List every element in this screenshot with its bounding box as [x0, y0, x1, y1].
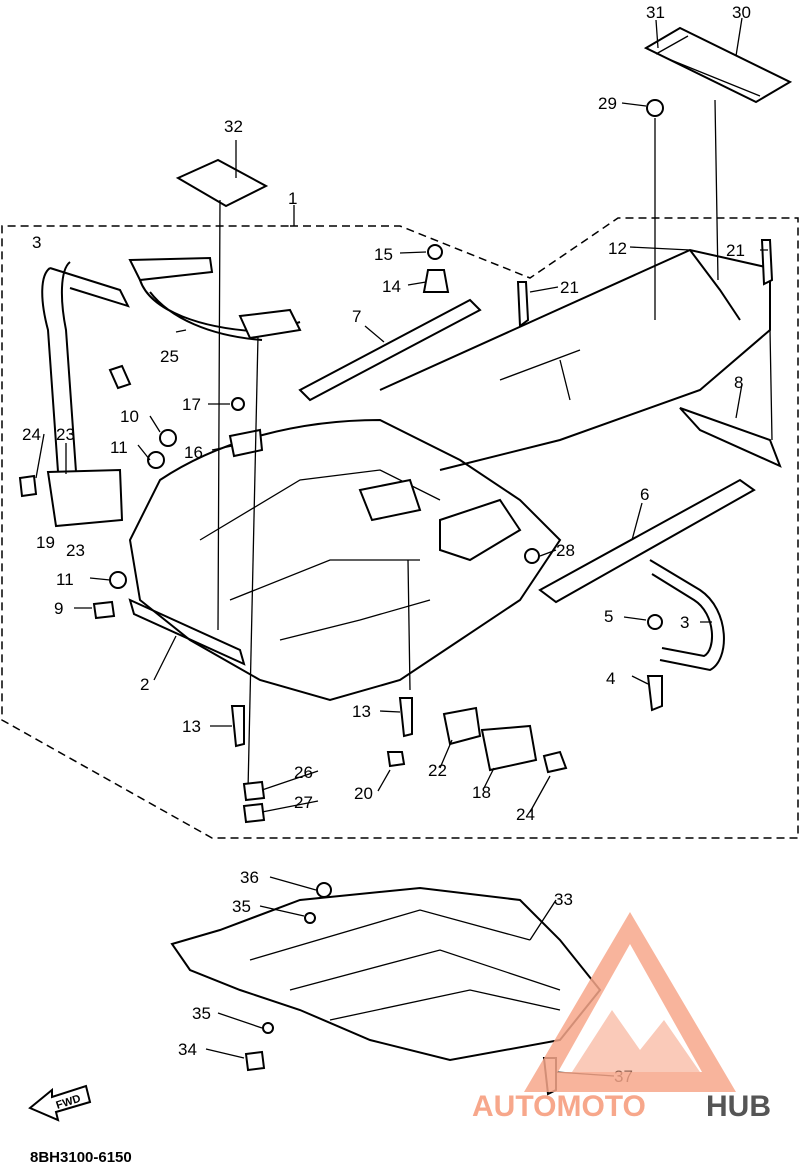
callout-12: 12 [608, 239, 627, 258]
callout-10: 10 [120, 407, 139, 426]
handle-25 [128, 256, 302, 341]
drawing-code: 8BH3100-6150 [30, 1149, 132, 1166]
callout-7: 7 [352, 307, 361, 326]
rail-2 [128, 598, 246, 666]
callout-13-right: 13 [352, 702, 371, 721]
callout-3-right: 3 [680, 613, 689, 632]
callout-23-bottom: 23 [66, 541, 85, 560]
fwd-arrow-icon: FWD [28, 1084, 92, 1122]
callout-11-bottom: 11 [56, 570, 74, 589]
leader-lines [35, 17, 768, 1077]
chassis-body [128, 418, 562, 702]
callout-20: 20 [354, 784, 373, 803]
callout-27: 27 [294, 793, 313, 812]
callout-24-right: 24 [516, 805, 535, 824]
callout-6: 6 [640, 485, 649, 504]
assembly-boundary [1, 217, 799, 839]
callout-17: 17 [182, 395, 201, 414]
callout-5: 5 [604, 607, 613, 626]
watermark-text-dark: HUB [706, 1090, 771, 1123]
callout-16: 16 [184, 443, 203, 462]
callout-2: 2 [140, 675, 149, 694]
callout-13-left: 13 [182, 717, 201, 736]
callout-30: 30 [732, 3, 751, 22]
decal-30-31 [643, 26, 793, 104]
callout-8: 8 [734, 373, 743, 392]
callout-33: 33 [554, 890, 573, 909]
callout-29: 29 [598, 94, 617, 113]
callout-35-top: 35 [232, 897, 251, 916]
callout-36: 36 [240, 868, 259, 887]
watermark-text-accent: AUTOMOTO [472, 1090, 646, 1123]
callout-24-left: 24 [22, 425, 41, 444]
bumper-left [41, 261, 132, 501]
callout-21-right: 21 [726, 241, 745, 260]
bracket-8 [679, 407, 782, 468]
callout-31: 31 [646, 3, 665, 22]
watermark-logo: AUTOMOTO HUB [472, 912, 771, 1123]
callout-22: 22 [428, 761, 447, 780]
triangle-logo-icon [524, 912, 736, 1092]
decal-32 [175, 158, 269, 208]
callout-1: 1 [288, 189, 297, 208]
callout-25: 25 [160, 347, 179, 366]
callout-11-top: 11 [110, 438, 128, 457]
callout-3-left: 3 [32, 233, 41, 252]
callout-32: 32 [224, 117, 243, 136]
callout-18: 18 [472, 783, 491, 802]
rail-6 [538, 478, 756, 604]
fasteners [18, 99, 774, 1096]
callout-23-top: 23 [56, 425, 75, 444]
callout-4: 4 [606, 669, 615, 688]
callout-15: 15 [374, 245, 393, 264]
rail-7 [298, 298, 482, 402]
callout-labels: 31 30 29 32 1 3 15 14 21 12 21 25 7 8 17… [22, 3, 751, 1086]
bumper-right [649, 559, 725, 672]
callout-9: 9 [54, 599, 63, 618]
callout-21-center: 21 [560, 278, 579, 297]
callout-26: 26 [294, 763, 313, 782]
callout-19: 19 [36, 533, 55, 552]
callout-35-bottom: 35 [192, 1004, 211, 1023]
callout-14: 14 [382, 277, 401, 296]
callout-34: 34 [178, 1040, 197, 1059]
callout-28: 28 [556, 541, 575, 560]
